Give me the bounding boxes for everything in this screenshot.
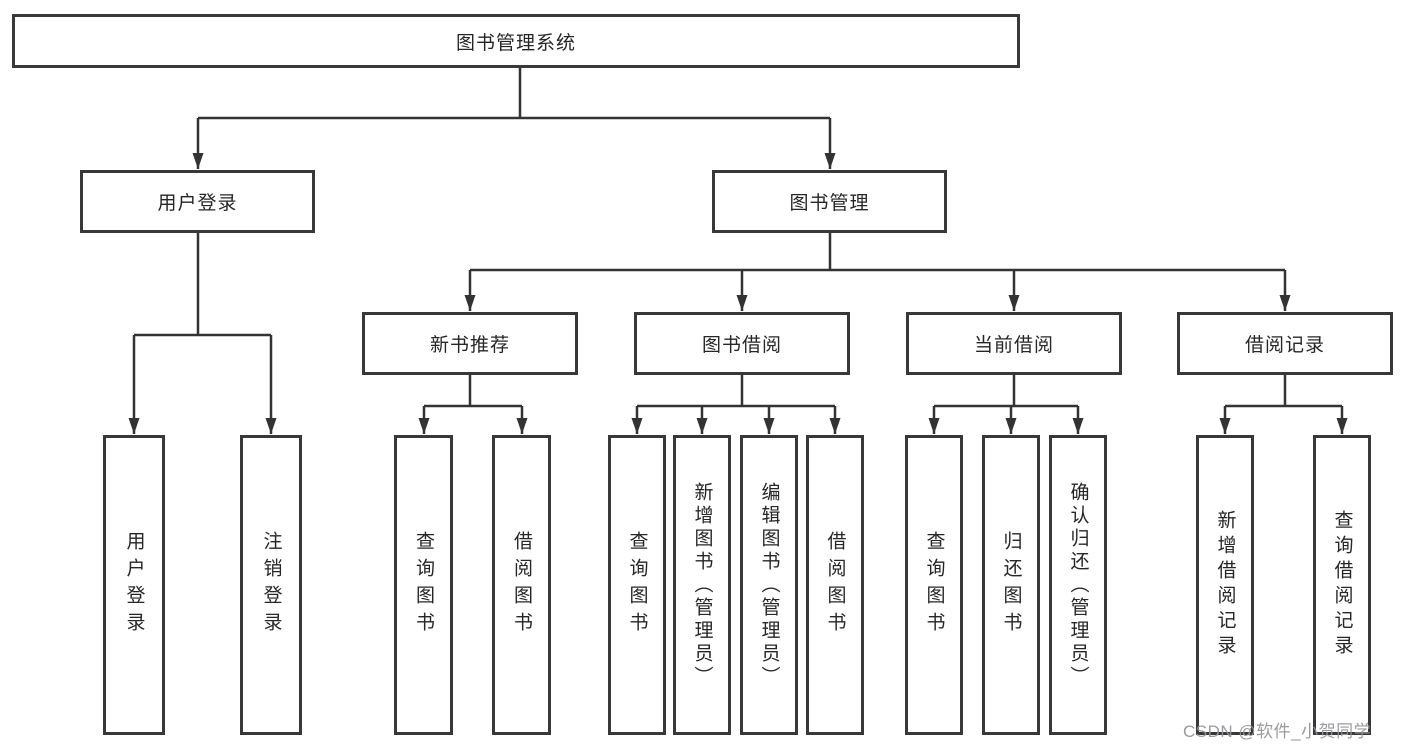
leaf-user-login: 用户登录 — [103, 435, 165, 735]
leaf-current-query-book-label: 查询图书 — [923, 531, 945, 639]
leaf-return-book: 归还图书 — [982, 435, 1040, 735]
node-root-label: 图书管理系统 — [455, 32, 576, 54]
node-borrow-records-label: 借阅记录 — [1244, 335, 1325, 356]
leaf-add-borrow-record: 新增借阅记录 — [1196, 435, 1254, 735]
csdn-watermark: CSDN @软件_小贺同学 — [1183, 722, 1372, 741]
leaf-query-borrow-record: 查询借阅记录 — [1313, 435, 1371, 735]
leaf-logout-login: 注销登录 — [240, 435, 302, 735]
connector-userlogin-to-leaves — [128, 233, 277, 434]
leaf-newbook-query-book-label: 查询图书 — [413, 531, 434, 639]
leaf-add-book-admin-label: 新增图书（管理员） — [691, 481, 713, 689]
leaf-user-login-label: 用户登录 — [123, 531, 145, 639]
leaf-newbook-query-book: 查询图书 — [394, 435, 453, 735]
node-book-management-label: 图书管理 — [789, 193, 870, 214]
node-user-login-label: 用户登录 — [157, 193, 238, 214]
connector-currentborrow-to-leaves — [928, 375, 1084, 434]
leaf-newbook-borrow-book: 借阅图书 — [492, 435, 551, 735]
connector-newbook-to-leaves — [418, 375, 528, 434]
leaf-confirm-return-admin: 确认归还（管理员） — [1049, 435, 1107, 735]
connector-root-to-level1 — [192, 68, 836, 169]
leaf-add-borrow-record-label: 新增借阅记录 — [1214, 510, 1236, 660]
leaf-edit-book-admin: 编辑图书（管理员） — [740, 435, 798, 735]
leaf-query-borrow-record-label: 查询借阅记录 — [1331, 510, 1353, 660]
leaf-borrow-borrow-book: 借阅图书 — [806, 435, 864, 735]
leaf-add-book-admin: 新增图书（管理员） — [673, 435, 731, 735]
node-borrow-records: 借阅记录 — [1177, 312, 1393, 375]
node-new-book-recommend: 新书推荐 — [362, 312, 578, 375]
connector-bookborrow-to-leaves — [631, 375, 841, 434]
node-book-borrow: 图书借阅 — [634, 312, 850, 375]
node-root-system: 图书管理系统 — [12, 14, 1020, 68]
leaf-borrow-query-book-label: 查询图书 — [626, 531, 648, 639]
connector-borrowrecords-to-leaves — [1219, 375, 1348, 434]
leaf-logout-login-label: 注销登录 — [260, 531, 282, 639]
connector-bookmgmt-to-level2 — [464, 233, 1291, 311]
leaf-current-query-book: 查询图书 — [905, 435, 963, 735]
node-new-book-recommend-label: 新书推荐 — [429, 335, 510, 356]
leaf-borrow-borrow-book-label: 借阅图书 — [824, 531, 846, 639]
leaf-edit-book-admin-label: 编辑图书（管理员） — [758, 481, 780, 689]
leaf-return-book-label: 归还图书 — [1000, 531, 1022, 639]
node-book-borrow-label: 图书借阅 — [701, 335, 782, 356]
leaf-confirm-return-admin-label: 确认归还（管理员） — [1067, 481, 1089, 689]
node-current-borrow-label: 当前借阅 — [973, 335, 1054, 356]
node-book-management: 图书管理 — [712, 170, 947, 233]
node-user-login: 用户登录 — [80, 170, 315, 233]
leaf-newbook-borrow-book-label: 借阅图书 — [511, 531, 532, 639]
node-current-borrow: 当前借阅 — [906, 312, 1122, 375]
leaf-borrow-query-book: 查询图书 — [608, 435, 666, 735]
